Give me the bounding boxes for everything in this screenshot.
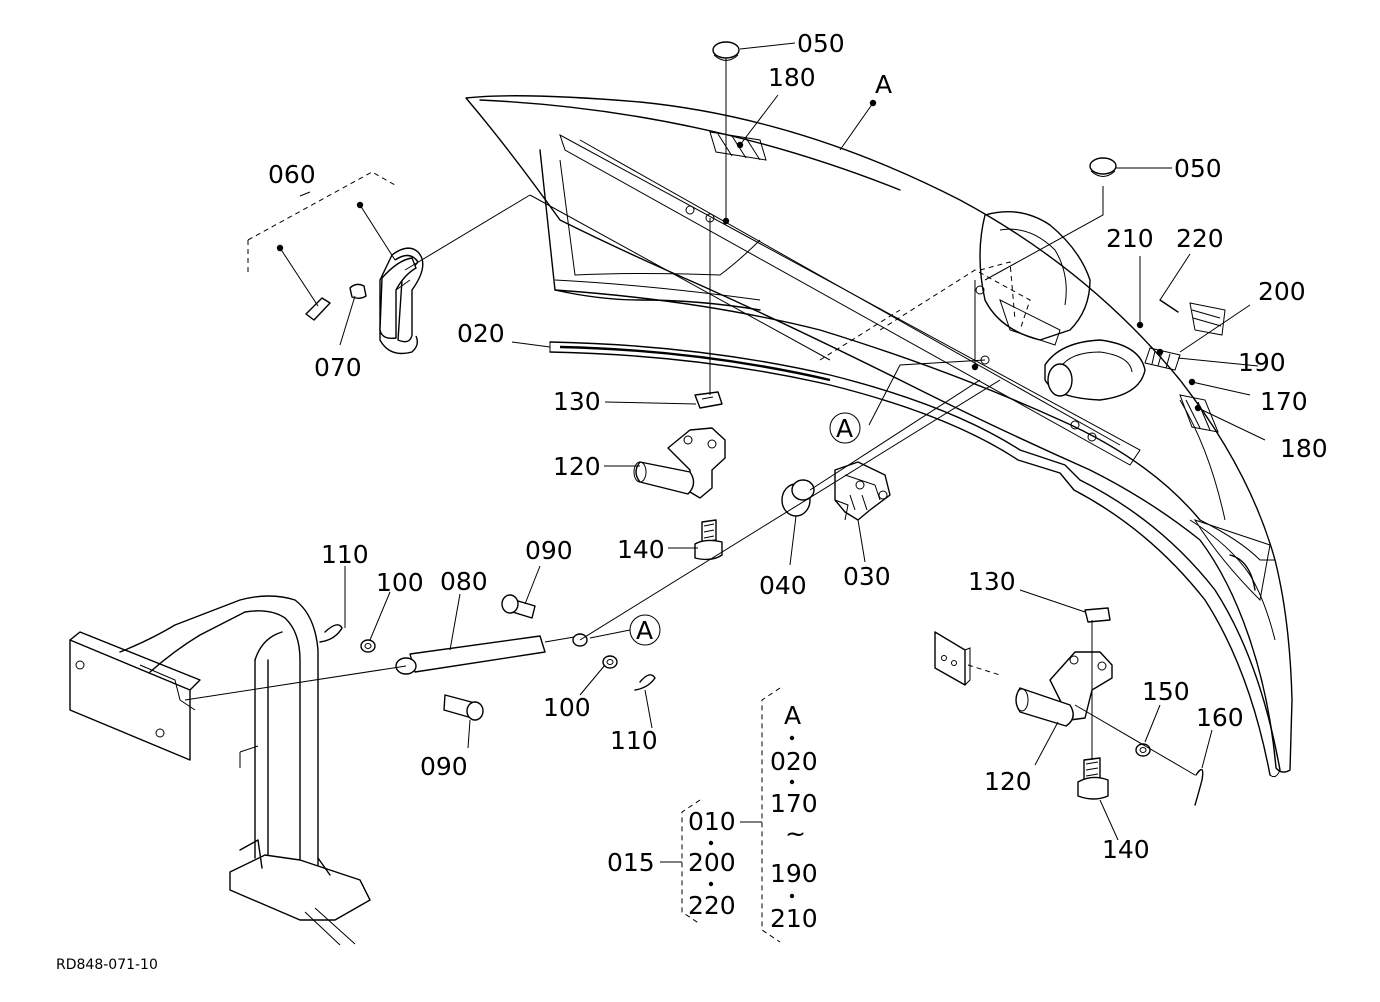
reference-a-label: A (836, 414, 853, 443)
hinge-left (633, 391, 726, 561)
callout-150: 150 (1142, 677, 1190, 706)
support-frame (69, 595, 371, 946)
callout-040: 040 (759, 571, 807, 600)
callout-190: 190 (1238, 348, 1286, 377)
callout-180: 180 (1280, 434, 1328, 463)
callout-050: 050 (797, 29, 845, 58)
callout-060: 060 (268, 160, 316, 189)
assembly-inner-item: A (784, 701, 801, 730)
callout-180: 180 (768, 63, 816, 92)
callout-160: 160 (1196, 703, 1244, 732)
reference-a-2: A (629, 614, 661, 646)
callout-030: 030 (843, 562, 891, 591)
callout-050: 050 (1174, 154, 1222, 183)
callout-110: 110 (610, 726, 658, 755)
callout-200: 200 (1258, 277, 1306, 306)
callout-220: 220 (1176, 224, 1224, 253)
hinge-right (934, 607, 1204, 806)
gasket-020 (549, 341, 1281, 778)
assembly-inner-item: ~ (785, 819, 806, 848)
leader-lines (184, 42, 1266, 841)
assembly-inner-item: 210 (770, 904, 818, 933)
assembly-inner-item: 020 (770, 747, 818, 776)
plug-050-left (712, 41, 740, 61)
callout-080: 080 (440, 567, 488, 596)
assembly-outer-item: 200 (688, 848, 736, 877)
callout-090: 090 (525, 536, 573, 565)
callout-130: 130 (553, 387, 601, 416)
callout-090: 090 (420, 752, 468, 781)
assembly-inner-item: 190 (770, 859, 818, 888)
callout-140: 140 (1102, 835, 1150, 864)
callout-100: 100 (376, 568, 424, 597)
callout-120: 120 (553, 452, 601, 481)
plug-050-right (1089, 157, 1117, 177)
assembly-outer-item: 220 (688, 891, 736, 920)
diagram-code: RD848-071-10 (56, 957, 158, 973)
callout-120: 120 (984, 767, 1032, 796)
callout-130: 130 (968, 567, 1016, 596)
hood-assembly (465, 95, 1293, 773)
assembly-outer-item: 010 (688, 807, 736, 836)
callout-020: 020 (457, 319, 505, 348)
callout-110: 110 (321, 540, 369, 569)
gas-strut-080 (319, 594, 656, 721)
callout-100: 100 (543, 693, 591, 722)
bumper-040 (781, 479, 815, 517)
leader-dots (276, 99, 1202, 412)
assembly-outer-label: 015 (607, 848, 655, 877)
assembly-inner-item: 170 (770, 789, 818, 818)
latch-030 (834, 461, 891, 521)
callout-210: 210 (1106, 224, 1154, 253)
callout-140: 140 (617, 535, 665, 564)
callout-a: A (875, 70, 892, 99)
reference-a-label: A (636, 616, 653, 645)
callout-070: 070 (314, 353, 362, 382)
handle-060 (247, 171, 424, 355)
callout-labels: 050 180 A 050 060 070 020 210 220 200 19… (268, 29, 1328, 864)
callout-170: 170 (1260, 387, 1308, 416)
reference-a-1: A (829, 412, 861, 444)
assembly-legend: A 020 170 ~ 190 210 010 200 220 015 (607, 687, 818, 943)
